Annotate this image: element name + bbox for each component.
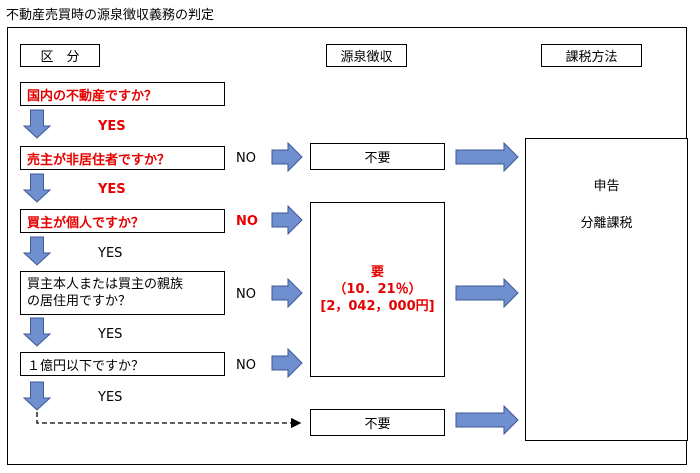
right-arrow-to-taxation-2	[455, 277, 519, 309]
taxation-declaration: 申告	[593, 179, 620, 194]
question-domestic-property: 国内の不動産ですか？	[20, 82, 225, 106]
no-label-2: NO	[236, 214, 258, 229]
no-label-4: NO	[236, 358, 256, 373]
header-kazei: 課税方法	[541, 44, 642, 67]
no-label-3: NO	[236, 287, 256, 302]
question-buyer-individual: 買主が個人ですか？	[20, 209, 225, 233]
header-kubun: 区 分	[20, 44, 100, 67]
question-residential-use-line1: 買主本人または買主の親族	[27, 277, 184, 292]
down-arrow-4	[22, 317, 52, 347]
result-withholding-amount: [2，042，000円]	[320, 299, 435, 314]
yes-label-1: YES	[98, 119, 126, 134]
right-arrow-no-4	[271, 347, 303, 379]
result-required: 要 （10．21％） [2，042，000円]	[310, 202, 445, 377]
right-arrow-no-2	[271, 204, 303, 236]
yes-label-4: YES	[98, 327, 123, 342]
down-arrow-3	[22, 236, 52, 266]
page-title: 不動産売買時の源泉徴収義務の判定	[6, 8, 215, 23]
yes-label-3: YES	[98, 246, 123, 261]
right-arrow-to-taxation-1	[455, 141, 519, 173]
result-required-label: 要	[370, 265, 384, 280]
yes-label-5: YES	[98, 390, 123, 405]
question-seller-nonresident: 売主が非居住者ですか？	[20, 146, 225, 170]
right-arrow-no-1	[271, 141, 303, 173]
question-residential-use-line2: の居住用ですか？	[27, 294, 132, 309]
yes-label-2: YES	[98, 182, 126, 197]
taxation-separate: 分離課税	[580, 216, 633, 231]
down-arrow-1	[22, 109, 52, 139]
header-gensen: 源泉徴収	[326, 44, 407, 67]
result-not-required-1: 不要	[310, 143, 445, 170]
down-arrow-2	[22, 173, 52, 203]
right-arrow-no-3	[271, 277, 303, 309]
question-under-100m-yen: １億円以下ですか？	[20, 352, 225, 376]
question-residential-use: 買主本人または買主の親族 の居住用ですか？	[20, 271, 225, 315]
no-label-1: NO	[236, 151, 256, 166]
down-arrow-5	[22, 381, 52, 411]
result-not-required-2: 不要	[310, 409, 445, 436]
dashed-connector-arrow	[36, 412, 302, 429]
right-arrow-to-taxation-3	[455, 404, 519, 436]
taxation-method-box: 申告 分離課税	[525, 138, 688, 441]
result-withholding-rate: （10．21％）	[333, 282, 422, 297]
